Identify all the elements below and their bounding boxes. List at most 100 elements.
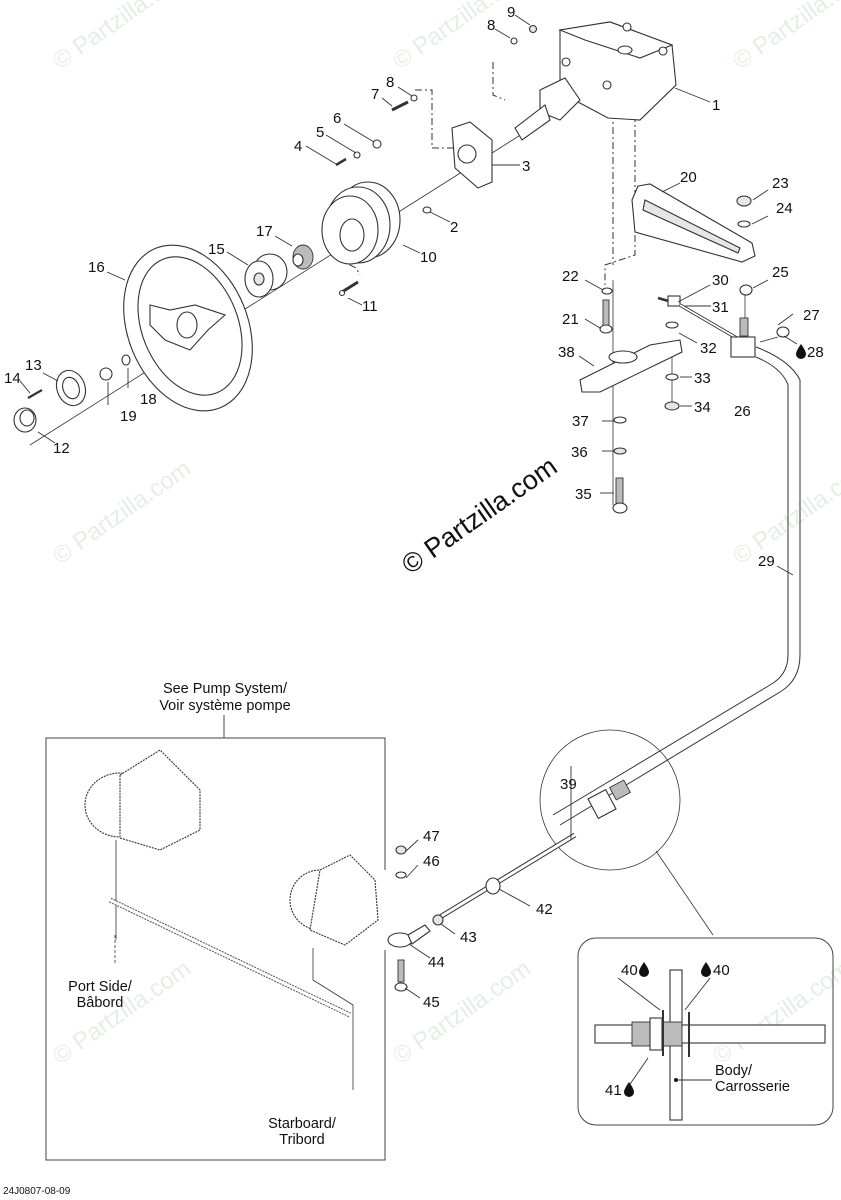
callout-24[interactable]: 24 [776,200,793,217]
part-45-bolt[interactable] [394,959,408,992]
callout-34[interactable]: 34 [694,399,711,416]
part-6-washer[interactable] [372,139,382,149]
callout-25[interactable]: 25 [772,264,789,281]
part-8-washer-upper[interactable] [510,37,518,45]
part-2-pin[interactable] [422,206,432,214]
part-5-washer[interactable] [353,151,361,159]
part-8-washer[interactable] [410,94,418,102]
callout-1[interactable]: 1 [712,97,720,114]
part-21-bolt[interactable] [599,299,613,334]
part-31-link-rod[interactable] [679,303,741,342]
callout-40-left-group[interactable]: 40 [621,962,649,979]
part-33-washer[interactable] [665,373,679,381]
callout-47[interactable]: 47 [423,828,440,845]
callout-15[interactable]: 15 [208,241,225,258]
callout-44[interactable]: 44 [428,954,445,971]
callout-40-right-group[interactable]: 40 [701,962,730,979]
callout-8-upper[interactable]: 8 [487,17,495,34]
callout-4[interactable]: 4 [294,138,302,155]
callout-27[interactable]: 27 [803,307,820,324]
part-35-bolt[interactable] [612,477,628,514]
callout-28[interactable]: 28 [807,344,824,361]
callout-32[interactable]: 32 [700,340,717,357]
part-23-nut[interactable] [736,195,752,207]
callout-29[interactable]: 29 [758,553,775,570]
callout-30[interactable]: 30 [712,272,729,289]
callout-9[interactable]: 9 [507,4,515,21]
part-37-washer[interactable] [613,416,627,424]
part-9-nut[interactable] [528,24,538,34]
callout-28-group[interactable]: 28 [796,344,824,361]
part-46-washer[interactable] [395,871,407,879]
part-4-screw[interactable] [335,157,347,167]
callout-3[interactable]: 3 [522,158,530,175]
callout-42[interactable]: 42 [536,901,553,918]
callout-40-left[interactable]: 40 [621,962,638,979]
callout-41-group[interactable]: 41 [605,1082,634,1099]
callout-13[interactable]: 13 [25,357,42,374]
callout-39[interactable]: 39 [560,776,577,793]
callout-10[interactable]: 10 [420,249,437,266]
callout-14[interactable]: 14 [4,370,21,387]
callout-23[interactable]: 23 [772,175,789,192]
part-15-adapter[interactable] [244,253,288,298]
part-13-cover-ring[interactable] [52,366,91,409]
callout-35[interactable]: 35 [575,486,592,503]
part-38-lower-bracket[interactable] [579,339,683,393]
callout-31[interactable]: 31 [712,299,729,316]
callout-17[interactable]: 17 [256,223,273,240]
callout-40-right[interactable]: 40 [713,962,730,979]
note-pump-system-line2[interactable]: Voir système pompe [159,698,290,714]
part-7-screw[interactable] [391,100,409,112]
part-19-nut[interactable] [99,367,113,381]
callout-11[interactable]: 11 [362,298,378,315]
callout-22[interactable]: 22 [562,268,579,285]
part-44-ball-joint[interactable] [387,924,431,948]
part-14-screw[interactable] [27,389,43,399]
part-26-cable-connector[interactable] [730,317,756,358]
callout-26[interactable]: 26 [734,403,751,420]
part-29-steering-cable[interactable] [552,346,801,826]
callout-36[interactable]: 36 [571,444,588,461]
part-47-nut[interactable] [395,845,407,855]
callout-46[interactable]: 46 [423,853,440,870]
callout-21[interactable]: 21 [562,311,579,328]
callout-19[interactable]: 19 [120,408,137,425]
callout-41[interactable]: 41 [605,1082,622,1099]
part-27-nut[interactable] [776,326,790,338]
callout-20[interactable]: 20 [680,169,697,186]
callout-18[interactable]: 18 [140,391,157,408]
part-3-mounting-plate[interactable] [451,121,493,189]
callout-5[interactable]: 5 [316,124,324,141]
part-12-cap[interactable] [13,407,37,433]
part-34-nut[interactable] [664,401,680,411]
callout-12[interactable]: 12 [53,440,70,457]
part-11-screw[interactable] [338,280,359,297]
callout-33[interactable]: 33 [694,370,711,387]
part-16-steering-wheel[interactable] [100,226,276,430]
watermark: © Partzilla.com [728,455,841,570]
callout-8-lower[interactable]: 8 [386,74,394,91]
part-17-spline-adapter[interactable] [292,244,314,270]
part-30-ball-joint[interactable] [657,295,681,307]
part-10-hub[interactable] [321,181,401,265]
part-32-washer[interactable] [665,321,679,329]
note-pump-system-line1[interactable]: See Pump System/ [163,681,288,697]
part-22-washer[interactable] [601,287,613,295]
part-43-nut[interactable] [432,914,444,926]
callout-7[interactable]: 7 [371,86,379,103]
part-18-washer[interactable] [121,354,131,366]
callout-37[interactable]: 37 [572,413,589,430]
callout-43[interactable]: 43 [460,929,477,946]
part-25-nut[interactable] [739,284,753,296]
part-24-washer[interactable] [737,220,751,228]
callout-45[interactable]: 45 [423,994,440,1011]
callout-2[interactable]: 2 [450,219,458,236]
part-1-steering-housing[interactable] [514,21,677,141]
part-20-upper-bracket[interactable] [631,183,756,263]
part-36-washer[interactable] [613,447,627,455]
callout-38[interactable]: 38 [558,344,575,361]
callout-16[interactable]: 16 [88,259,105,276]
callout-6[interactable]: 6 [333,110,341,127]
part-42-cable-rod[interactable] [438,832,577,920]
